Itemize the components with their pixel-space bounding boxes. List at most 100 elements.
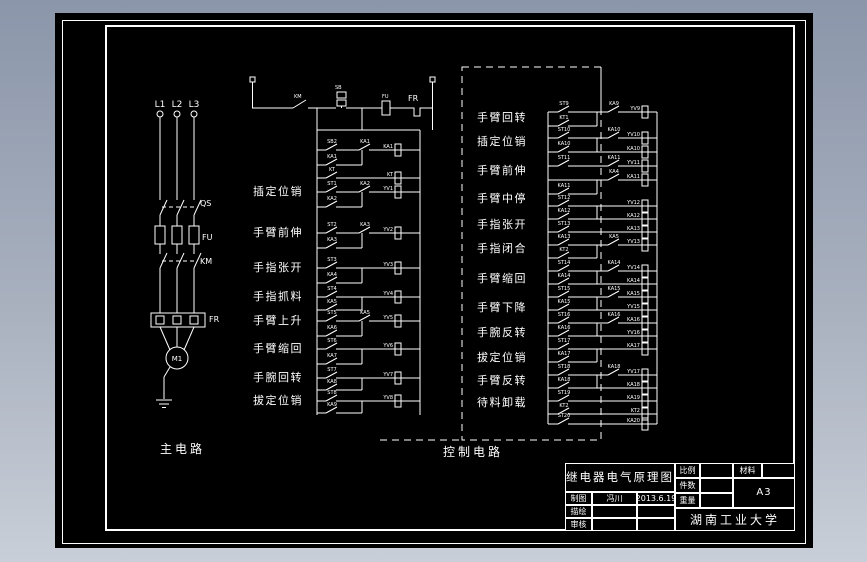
component-label: KA8: [327, 379, 337, 385]
terminal: [190, 110, 198, 118]
qty-label: 件数: [675, 478, 700, 493]
component-label: KA9: [609, 101, 619, 107]
component-label: KA14: [608, 260, 621, 266]
component-label: KT: [329, 167, 336, 173]
drawing-title: 继电器电气原理图: [565, 463, 675, 492]
coil-label: KA13: [627, 226, 640, 232]
component-label: SB2: [327, 139, 337, 145]
coil-label: YV2: [382, 227, 393, 233]
component-label: KA18: [608, 364, 621, 370]
main-circuit: L1 L2 L3 QS FU KM FR: [150, 100, 220, 408]
coil-label: YV16: [626, 330, 640, 336]
coil-label: YV7: [382, 372, 393, 378]
coil-symbol: [394, 185, 402, 199]
op-label-left: 插定位销: [253, 185, 303, 198]
component-label: KA15: [608, 286, 621, 292]
coil-symbol: [641, 159, 649, 173]
op-label-right: 手臂前伸: [477, 164, 527, 177]
op-label-right: 插定位销: [477, 135, 527, 148]
op-label-right: 待料卸载: [477, 396, 527, 409]
op-label-left: 手腕回转: [253, 371, 303, 384]
op-label-right: 拔定位销: [477, 351, 527, 364]
row-drafter-name: 冯川: [592, 492, 637, 505]
component-label: ST5: [327, 310, 336, 316]
op-label-left: 拔定位销: [253, 394, 303, 407]
title-block: 继电器电气原理图 制图 冯川 2013.6.19 描绘 审核 比例 件数 重量 …: [565, 463, 795, 531]
op-label-right: 手臂缩回: [477, 272, 527, 285]
op-label-right: 手臂回转: [477, 111, 527, 124]
drawing-inner-frame: [105, 25, 795, 531]
component-label: ST3: [327, 257, 336, 263]
component-label: ST11: [558, 155, 571, 161]
component-label: KA2: [327, 196, 337, 202]
row-tracer-name: [592, 505, 637, 518]
component-label: KA5: [609, 234, 619, 240]
component-label: KT1: [559, 115, 568, 121]
row-drafter-date: 2013.6.19: [637, 492, 675, 505]
component-label: ST16: [558, 312, 571, 318]
coil-symbol: [641, 316, 649, 330]
component-label: KA11: [558, 183, 571, 189]
component-label: ST2: [327, 222, 336, 228]
coil-label: KA12: [627, 213, 640, 219]
drawing-page[interactable]: [55, 13, 813, 548]
coil-symbol: [641, 199, 649, 213]
coil-label: YV14: [626, 265, 640, 271]
component-label: KA1: [360, 139, 370, 145]
component-label: KA9: [327, 402, 337, 408]
coil-symbol: [641, 173, 649, 187]
coil-symbol: [641, 407, 649, 421]
row-tracer-date: [637, 505, 675, 518]
qs-label: QS: [200, 199, 211, 208]
coil-symbol: [641, 381, 649, 395]
coil-label: YV10: [626, 132, 640, 138]
organization: 湖南工业大学: [675, 508, 795, 531]
coil-label: KA18: [627, 382, 640, 388]
coil-label: KA20: [627, 418, 640, 424]
coil-symbol: [394, 371, 402, 385]
component-label: ST7: [327, 367, 336, 373]
coil-symbol: [641, 105, 649, 119]
coil-label: YV4: [382, 291, 393, 297]
coil-label: KT2: [631, 408, 640, 414]
op-label-right: 手腕反转: [477, 326, 527, 339]
component-label: KA6: [327, 325, 337, 331]
component-label: KA5: [327, 299, 337, 305]
row-drafter-label: 制图: [565, 492, 592, 505]
scale-value: [700, 463, 733, 478]
op-label-right: 手指张开: [477, 218, 527, 231]
component-label: KA5: [360, 310, 370, 316]
coil-symbol: [394, 226, 402, 240]
row-checker-name: [592, 518, 637, 531]
component-label: KA13: [558, 234, 571, 240]
coil-symbol: [394, 261, 402, 275]
component-label: KA17: [558, 351, 571, 357]
component-label: ST13: [558, 221, 571, 227]
phase-l3-label: L3: [189, 100, 200, 110]
coil-label: KA1: [383, 144, 393, 150]
component-label: KT2: [559, 403, 568, 409]
coil-label: KA15: [627, 291, 640, 297]
op-label-left: 手指抓料: [253, 290, 303, 303]
coil-symbol: [641, 290, 649, 304]
component-label: KA15: [558, 299, 571, 305]
component-label: KA16: [558, 325, 571, 331]
main-circuit-caption: 主电路: [160, 442, 206, 456]
component-label: ST14: [558, 260, 571, 266]
weight-label: 重量: [675, 493, 700, 508]
dashed-boundary: [380, 66, 602, 441]
terminal: [156, 110, 164, 118]
coil-symbol: [641, 329, 649, 343]
coil-label: KA10: [627, 146, 640, 152]
coil-symbol: [641, 342, 649, 356]
coil-symbol: [394, 394, 402, 408]
coil-label: KA16: [627, 317, 640, 323]
component-label: KA4: [609, 169, 619, 175]
bus-fu-label: FU: [382, 94, 389, 100]
component-label: KA14: [558, 273, 571, 279]
phase-l1-label: L1: [155, 100, 166, 110]
coil-symbol: [641, 417, 649, 431]
